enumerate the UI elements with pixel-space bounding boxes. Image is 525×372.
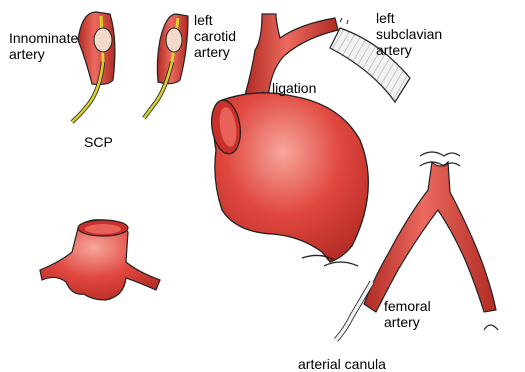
left-subclavian-artery-label: left subclavian artery [376, 10, 442, 58]
aortic-aneurysm [208, 93, 368, 266]
left-carotid-artery-label: left carotid artery [194, 12, 236, 60]
left-carotid-artery-cannulated [144, 14, 188, 118]
innominate-artery-label: Innominate artery [9, 30, 78, 62]
ligation-label: ligation [272, 80, 316, 96]
arterial-canula-label: arterial canula [298, 356, 386, 372]
scp-label: SCP [84, 134, 113, 150]
aortic-root [40, 220, 160, 300]
femoral-artery-label: femoral artery [384, 298, 431, 330]
innominate-artery-cannulated [72, 12, 115, 122]
